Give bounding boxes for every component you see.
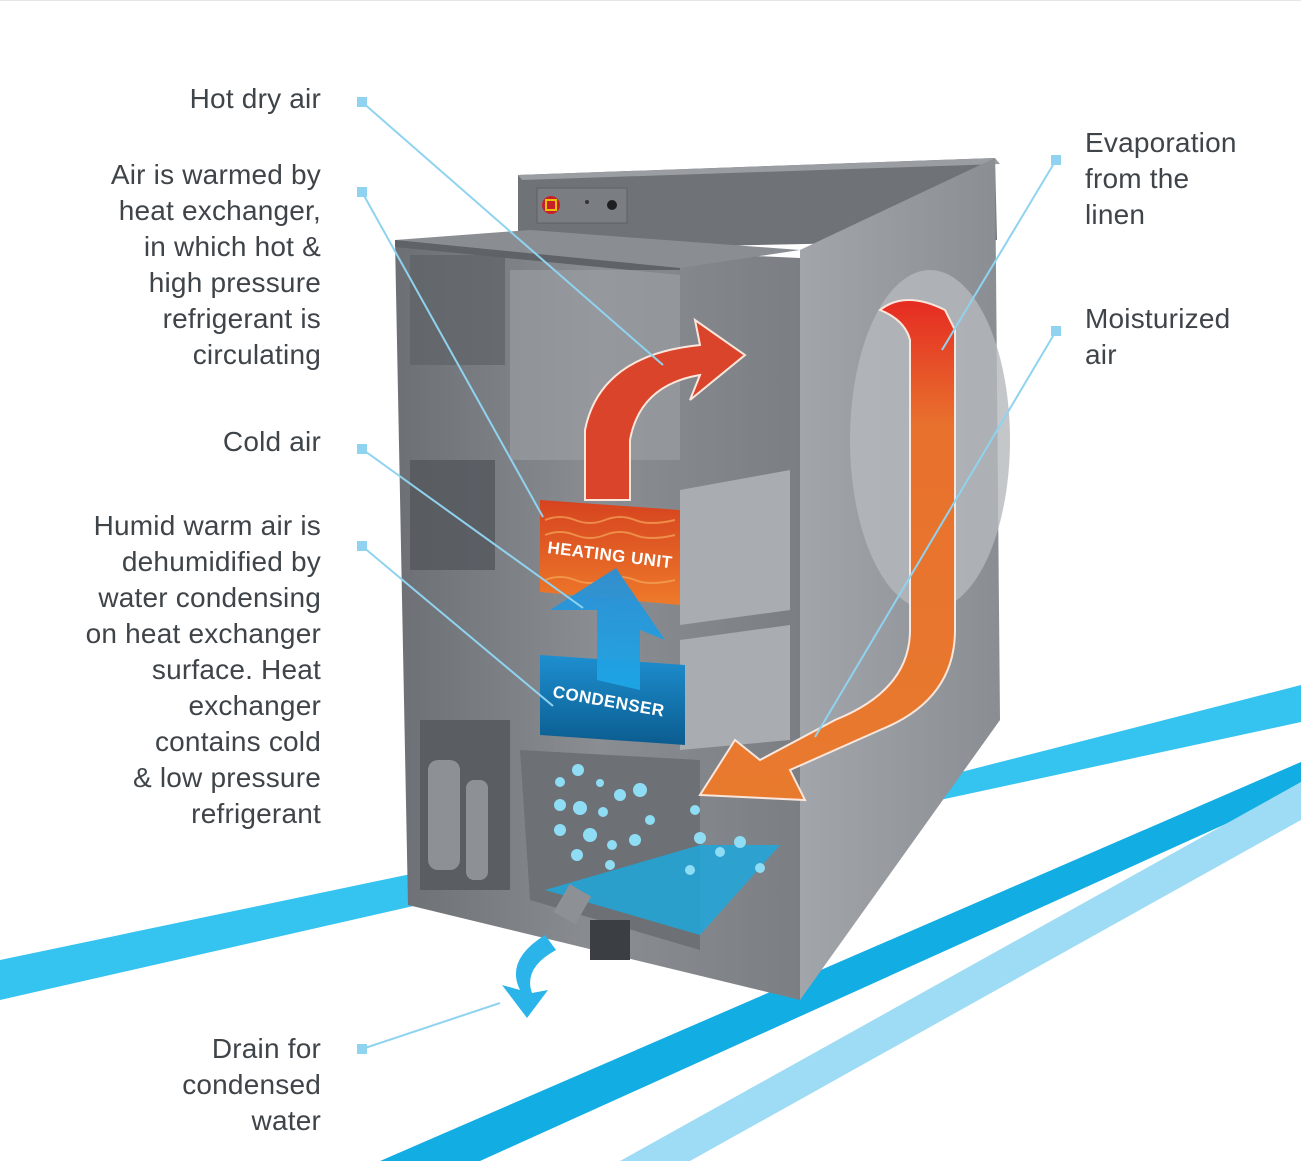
stripe-blue xyxy=(380,762,1301,1161)
drain-pipe xyxy=(502,884,592,1018)
label-cold-air: Cold air xyxy=(222,426,321,457)
stripe-light xyxy=(620,782,1301,1161)
cold-air-arrow xyxy=(550,568,665,690)
label-hot-dry-air: Hot dry air xyxy=(189,83,321,114)
water-droplets xyxy=(554,764,765,875)
machine-body xyxy=(395,158,1010,1000)
condenser: CONDENSER xyxy=(540,655,685,745)
warm-air-arrow xyxy=(698,299,956,802)
drain-arrow xyxy=(502,935,556,1018)
label-moisturized-air: Moisturized air xyxy=(1085,303,1231,370)
label-humid-warm-air: Humid warm air is dehumidified by water … xyxy=(85,510,321,829)
power-switch-icon xyxy=(542,196,560,214)
label-air-warmed: Air is warmed by heat exchanger, in whic… xyxy=(110,159,321,370)
label-drain: Drain for condensed water xyxy=(182,1033,321,1136)
heating-unit: HEATING UNIT xyxy=(540,500,680,605)
top-border xyxy=(0,0,1301,1)
label-evaporation: Evaporation from the linen xyxy=(1085,127,1237,230)
hot-air-arrow xyxy=(584,317,747,501)
stripe-cyan-left xyxy=(0,870,440,1000)
stripe-cyan-right xyxy=(930,685,1301,800)
leader-lines xyxy=(357,97,1061,1054)
